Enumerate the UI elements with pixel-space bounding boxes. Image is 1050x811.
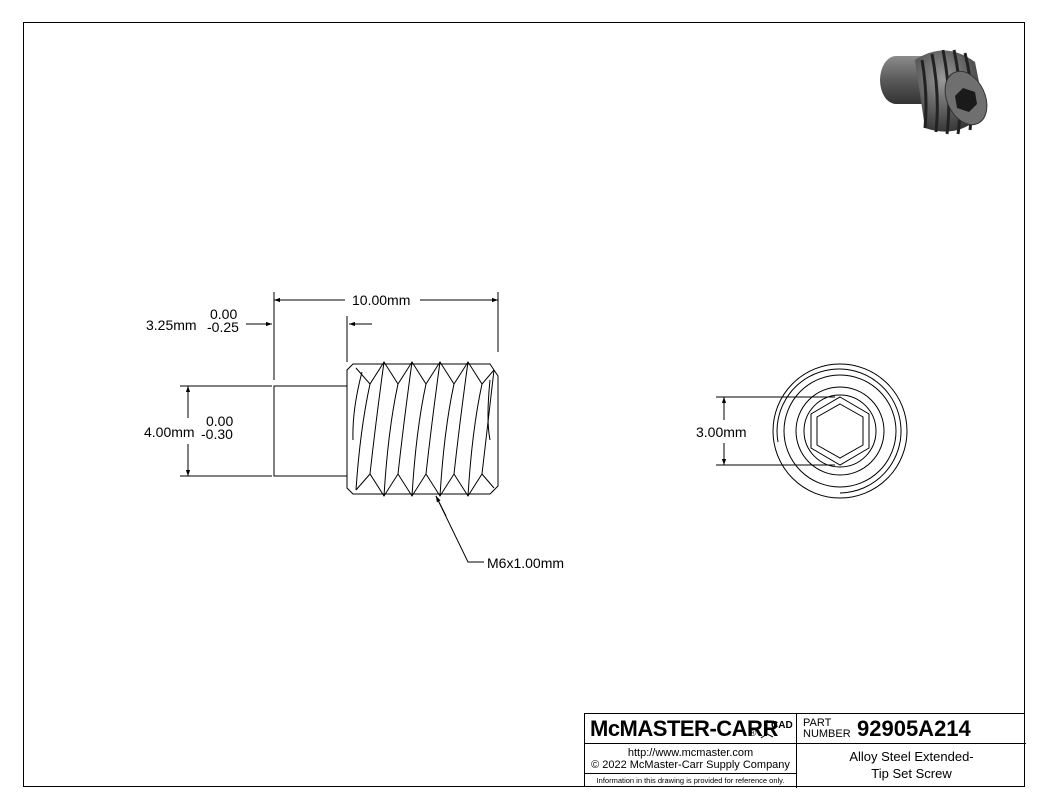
copyright-notice: © 2022 McMaster-Carr Supply Company xyxy=(591,759,790,771)
tip-dia-tol-lower: -0.30 xyxy=(201,426,233,442)
end-thread-spiral xyxy=(776,368,902,494)
thread-leader xyxy=(435,495,484,563)
thread-leader-arrow xyxy=(435,495,447,517)
title-block: McMASTER-CARR ® CAD PART NUMBER 92905A21… xyxy=(584,713,1026,788)
iso-hex-socket xyxy=(955,88,977,112)
end-tip-circle xyxy=(795,386,885,476)
end-hex-socket-inner xyxy=(816,403,864,459)
disclaimer-cell: Information in this drawing is provided … xyxy=(585,774,797,788)
registered-mark: ® xyxy=(749,728,757,739)
company-info-cell: http://www.mcmaster.com © 2022 McMaster-… xyxy=(585,744,797,774)
side-dimensions xyxy=(180,292,499,563)
thread-crest-top xyxy=(355,361,495,385)
cad-axes-icon xyxy=(760,720,774,739)
part-number-value: 92905A214 xyxy=(857,716,971,741)
side-view xyxy=(273,361,499,497)
cad-mark: CAD xyxy=(771,720,793,731)
part-number-caption: PART NUMBER xyxy=(803,718,851,740)
tip-tol-lower: -0.25 xyxy=(207,319,239,335)
end-outer-circle xyxy=(772,363,908,499)
tip-length-tolerance: 0.00 -0.25 xyxy=(207,306,239,335)
end-hex-socket xyxy=(810,396,870,466)
thread-callout-label: M6x1.00mm xyxy=(487,555,565,571)
brand-logo: McMASTER-CARR xyxy=(590,716,778,741)
drive-size-label: 3.00mm xyxy=(696,424,747,440)
tip-dia-tol-upper: 0.00 xyxy=(206,413,234,429)
thread-outline xyxy=(346,363,499,495)
end-view xyxy=(716,363,908,499)
thread-crest-bottom xyxy=(355,473,495,497)
description-line-1: Alloy Steel Extended- xyxy=(849,749,974,764)
tip-length-label: 3.25mm xyxy=(146,317,197,333)
company-url: http://www.mcmaster.com xyxy=(627,747,754,759)
description-line-2: Tip Set Screw xyxy=(871,766,952,781)
part-caption-line-2: NUMBER xyxy=(803,728,851,740)
drawing-sheet-border xyxy=(23,22,1025,787)
end-major-circle xyxy=(783,374,897,488)
part-number-cell: PART NUMBER 92905A214 xyxy=(797,714,1026,744)
tip-outline xyxy=(273,385,348,477)
length-dimension-label: 10.00mm xyxy=(350,292,413,308)
tip-diameter-label: 4.00mm xyxy=(144,424,195,440)
logo-cell: McMASTER-CARR ® CAD xyxy=(585,714,797,744)
tip-tol-upper: 0.00 xyxy=(210,306,238,322)
tip-diameter-tolerance: 0.00 -0.30 xyxy=(201,413,234,442)
part-caption-line-1: PART xyxy=(803,717,832,729)
isometric-preview xyxy=(880,49,988,135)
end-socket-chamfer xyxy=(803,394,877,468)
description-cell: Alloy Steel Extended- Tip Set Screw xyxy=(797,744,1026,788)
thread-flanks xyxy=(352,361,495,497)
disclaimer-text: Information in this drawing is provided … xyxy=(596,776,785,785)
